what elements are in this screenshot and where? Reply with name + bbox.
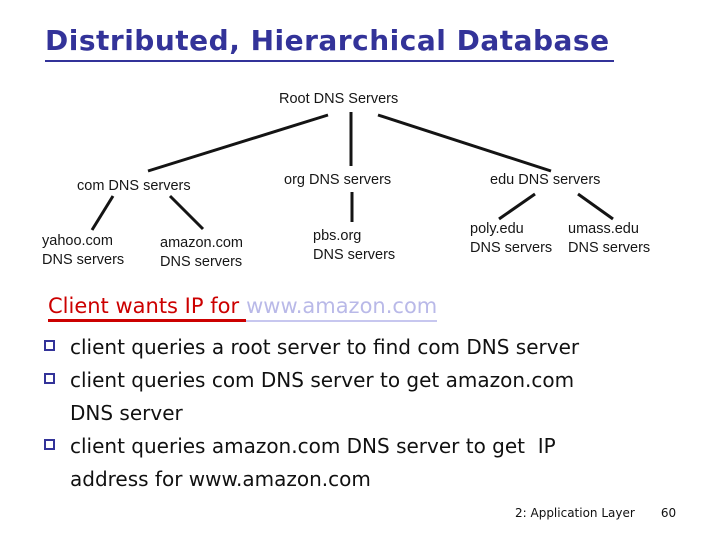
square-bullet-icon bbox=[44, 439, 55, 450]
bullet-text: client queries com DNS server to get ama… bbox=[70, 368, 575, 425]
bullet-item: client queries amazon.com DNS server to … bbox=[44, 430, 684, 496]
com-dns-label: com DNS servers bbox=[77, 178, 191, 194]
bullet-text: client queries amazon.com DNS server to … bbox=[70, 434, 556, 491]
slide-footer: 2: Application Layer 60 bbox=[515, 506, 676, 520]
poly-dns-label: poly.edu DNS servers bbox=[470, 220, 552, 258]
amazon-url-text: www.amazon.com bbox=[246, 294, 438, 322]
umass-dns-label: umass.edu DNS servers bbox=[568, 220, 650, 258]
bullet-item: client queries a root server to find com… bbox=[44, 331, 684, 364]
root-dns-label: Root DNS Servers bbox=[279, 91, 399, 107]
slide-title: Distributed, Hierarchical Database bbox=[45, 24, 614, 62]
pbs-dns-label-line2: DNS servers bbox=[313, 247, 396, 263]
pbs-dns-label: pbs.org DNS servers bbox=[313, 227, 395, 265]
umass-dns-label-line1: umass.edu bbox=[568, 221, 639, 237]
poly-dns-label-line2: DNS servers bbox=[470, 240, 553, 256]
square-bullet-icon bbox=[44, 340, 55, 351]
umass-dns-label-line2: DNS servers bbox=[568, 240, 651, 256]
amazon-dns-label-line2: DNS servers bbox=[160, 254, 243, 270]
footer-section-label: 2: Application Layer bbox=[515, 506, 635, 520]
org-dns-label: org DNS servers bbox=[284, 172, 392, 188]
bullet-list: client queries a root server to find com… bbox=[44, 331, 684, 496]
amazon-dns-label-line1: amazon.com bbox=[160, 235, 244, 251]
yahoo-dns-label: yahoo.com DNS servers bbox=[42, 232, 124, 270]
footer-page-number: 60 bbox=[660, 506, 677, 520]
amazon-dns-label: amazon.com DNS servers bbox=[160, 234, 243, 272]
yahoo-dns-label-line2: DNS servers bbox=[42, 252, 125, 268]
poly-dns-label-line1: poly.edu bbox=[470, 221, 524, 237]
bullet-item: client queries com DNS server to get ama… bbox=[44, 364, 684, 430]
yahoo-dns-label-line1: yahoo.com bbox=[42, 233, 113, 249]
bullet-text: client queries a root server to find com… bbox=[70, 335, 580, 359]
pbs-dns-label-line1: pbs.org bbox=[313, 228, 362, 244]
client-wants-ip-text: Client wants IP for bbox=[48, 294, 247, 322]
square-bullet-icon bbox=[44, 373, 55, 384]
edu-dns-label: edu DNS servers bbox=[490, 172, 601, 188]
